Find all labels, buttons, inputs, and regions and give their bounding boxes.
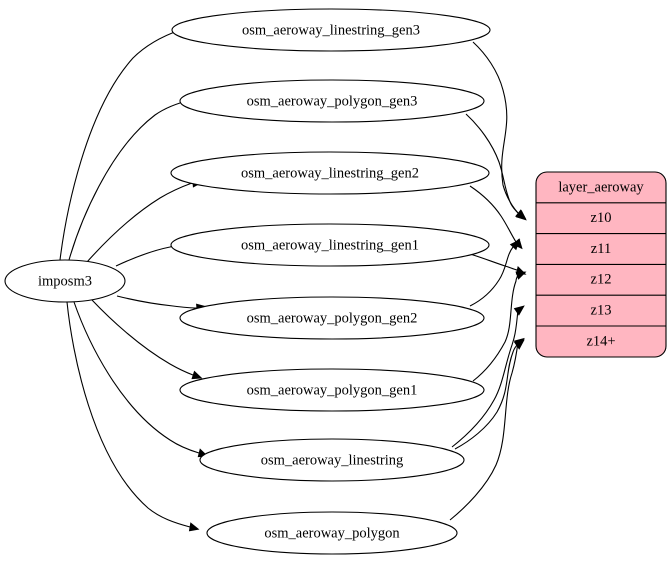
node-osm_aeroway_linestring_gen3[interactable]: osm_aeroway_linestring_gen3 [171,8,491,52]
edge-imposm3-to-osm_aeroway_polygon [66,301,200,532]
node-osm_aeroway_linestring-label: osm_aeroway_linestring [261,452,404,468]
edge-osm_aeroway_polygon-to-z14 [449,337,525,521]
node-osm_aeroway_linestring[interactable]: osm_aeroway_linestring [199,438,465,482]
layer-aeroway-row-z10[interactable]: z10 [591,210,612,226]
node-osm_aeroway_linestring_gen2[interactable]: osm_aeroway_linestring_gen2 [170,151,490,195]
edge-imposm3-to-osm_aeroway_polygon_gen1 [91,299,203,380]
layer-aeroway-row-z14plus[interactable]: z14+ [586,333,615,349]
edge-osm_aeroway_linestring-to-z14 [454,339,525,450]
layer-aeroway-header-label: layer_aeroway [558,179,644,195]
node-imposm3[interactable]: imposm3 [4,259,126,303]
edge-osm_aeroway_linestring-to-z13 [451,305,525,448]
node-osm_aeroway_polygon_gen1-label: osm_aeroway_polygon_gen1 [247,382,418,398]
node-osm_aeroway_linestring_gen3-label: osm_aeroway_linestring_gen3 [242,22,420,38]
layer-aeroway-row-z11[interactable]: z11 [591,241,611,257]
node-osm_aeroway_linestring_gen1-label: osm_aeroway_linestring_gen1 [241,237,419,253]
edge-osm_aeroway_polygon_gen2-to-z11 [469,239,521,307]
node-group-ellipses: imposm3 osm_aeroway_linestring_gen3 osm_… [4,8,491,555]
node-layer_aeroway[interactable]: layer_aeroway z10 z11 z12 z13 z14+ [535,171,667,358]
node-osm_aeroway_polygon_gen3[interactable]: osm_aeroway_polygon_gen3 [179,79,485,123]
node-osm_aeroway_polygon_gen1[interactable]: osm_aeroway_polygon_gen1 [179,368,485,412]
node-osm_aeroway_polygon_gen2[interactable]: osm_aeroway_polygon_gen2 [179,296,485,340]
node-osm_aeroway_linestring_gen1[interactable]: osm_aeroway_linestring_gen1 [170,223,490,267]
node-osm_aeroway_polygon_gen3-label: osm_aeroway_polygon_gen3 [247,93,418,109]
node-imposm3-label: imposm3 [38,273,92,289]
node-osm_aeroway_polygon_gen2-label: osm_aeroway_polygon_gen2 [247,310,418,326]
node-osm_aeroway_linestring_gen2-label: osm_aeroway_linestring_gen2 [241,165,419,181]
node-osm_aeroway_polygon-label: osm_aeroway_polygon [264,525,400,541]
edge-group-tables-to-layer [449,41,527,521]
edge-imposm3-to-osm_aeroway_linestring_gen3 [59,25,192,261]
edge-osm_aeroway_polygon_gen1-to-z12 [472,271,527,382]
edge-osm_aeroway_polygon_gen3-to-z10 [465,113,527,221]
edge-osm_aeroway_linestring_gen1-to-z12 [469,253,527,275]
layer-aeroway-row-z13[interactable]: z13 [591,303,612,319]
node-osm_aeroway_polygon[interactable]: osm_aeroway_polygon [206,511,458,555]
layer-aeroway-row-z12[interactable]: z12 [591,272,612,288]
